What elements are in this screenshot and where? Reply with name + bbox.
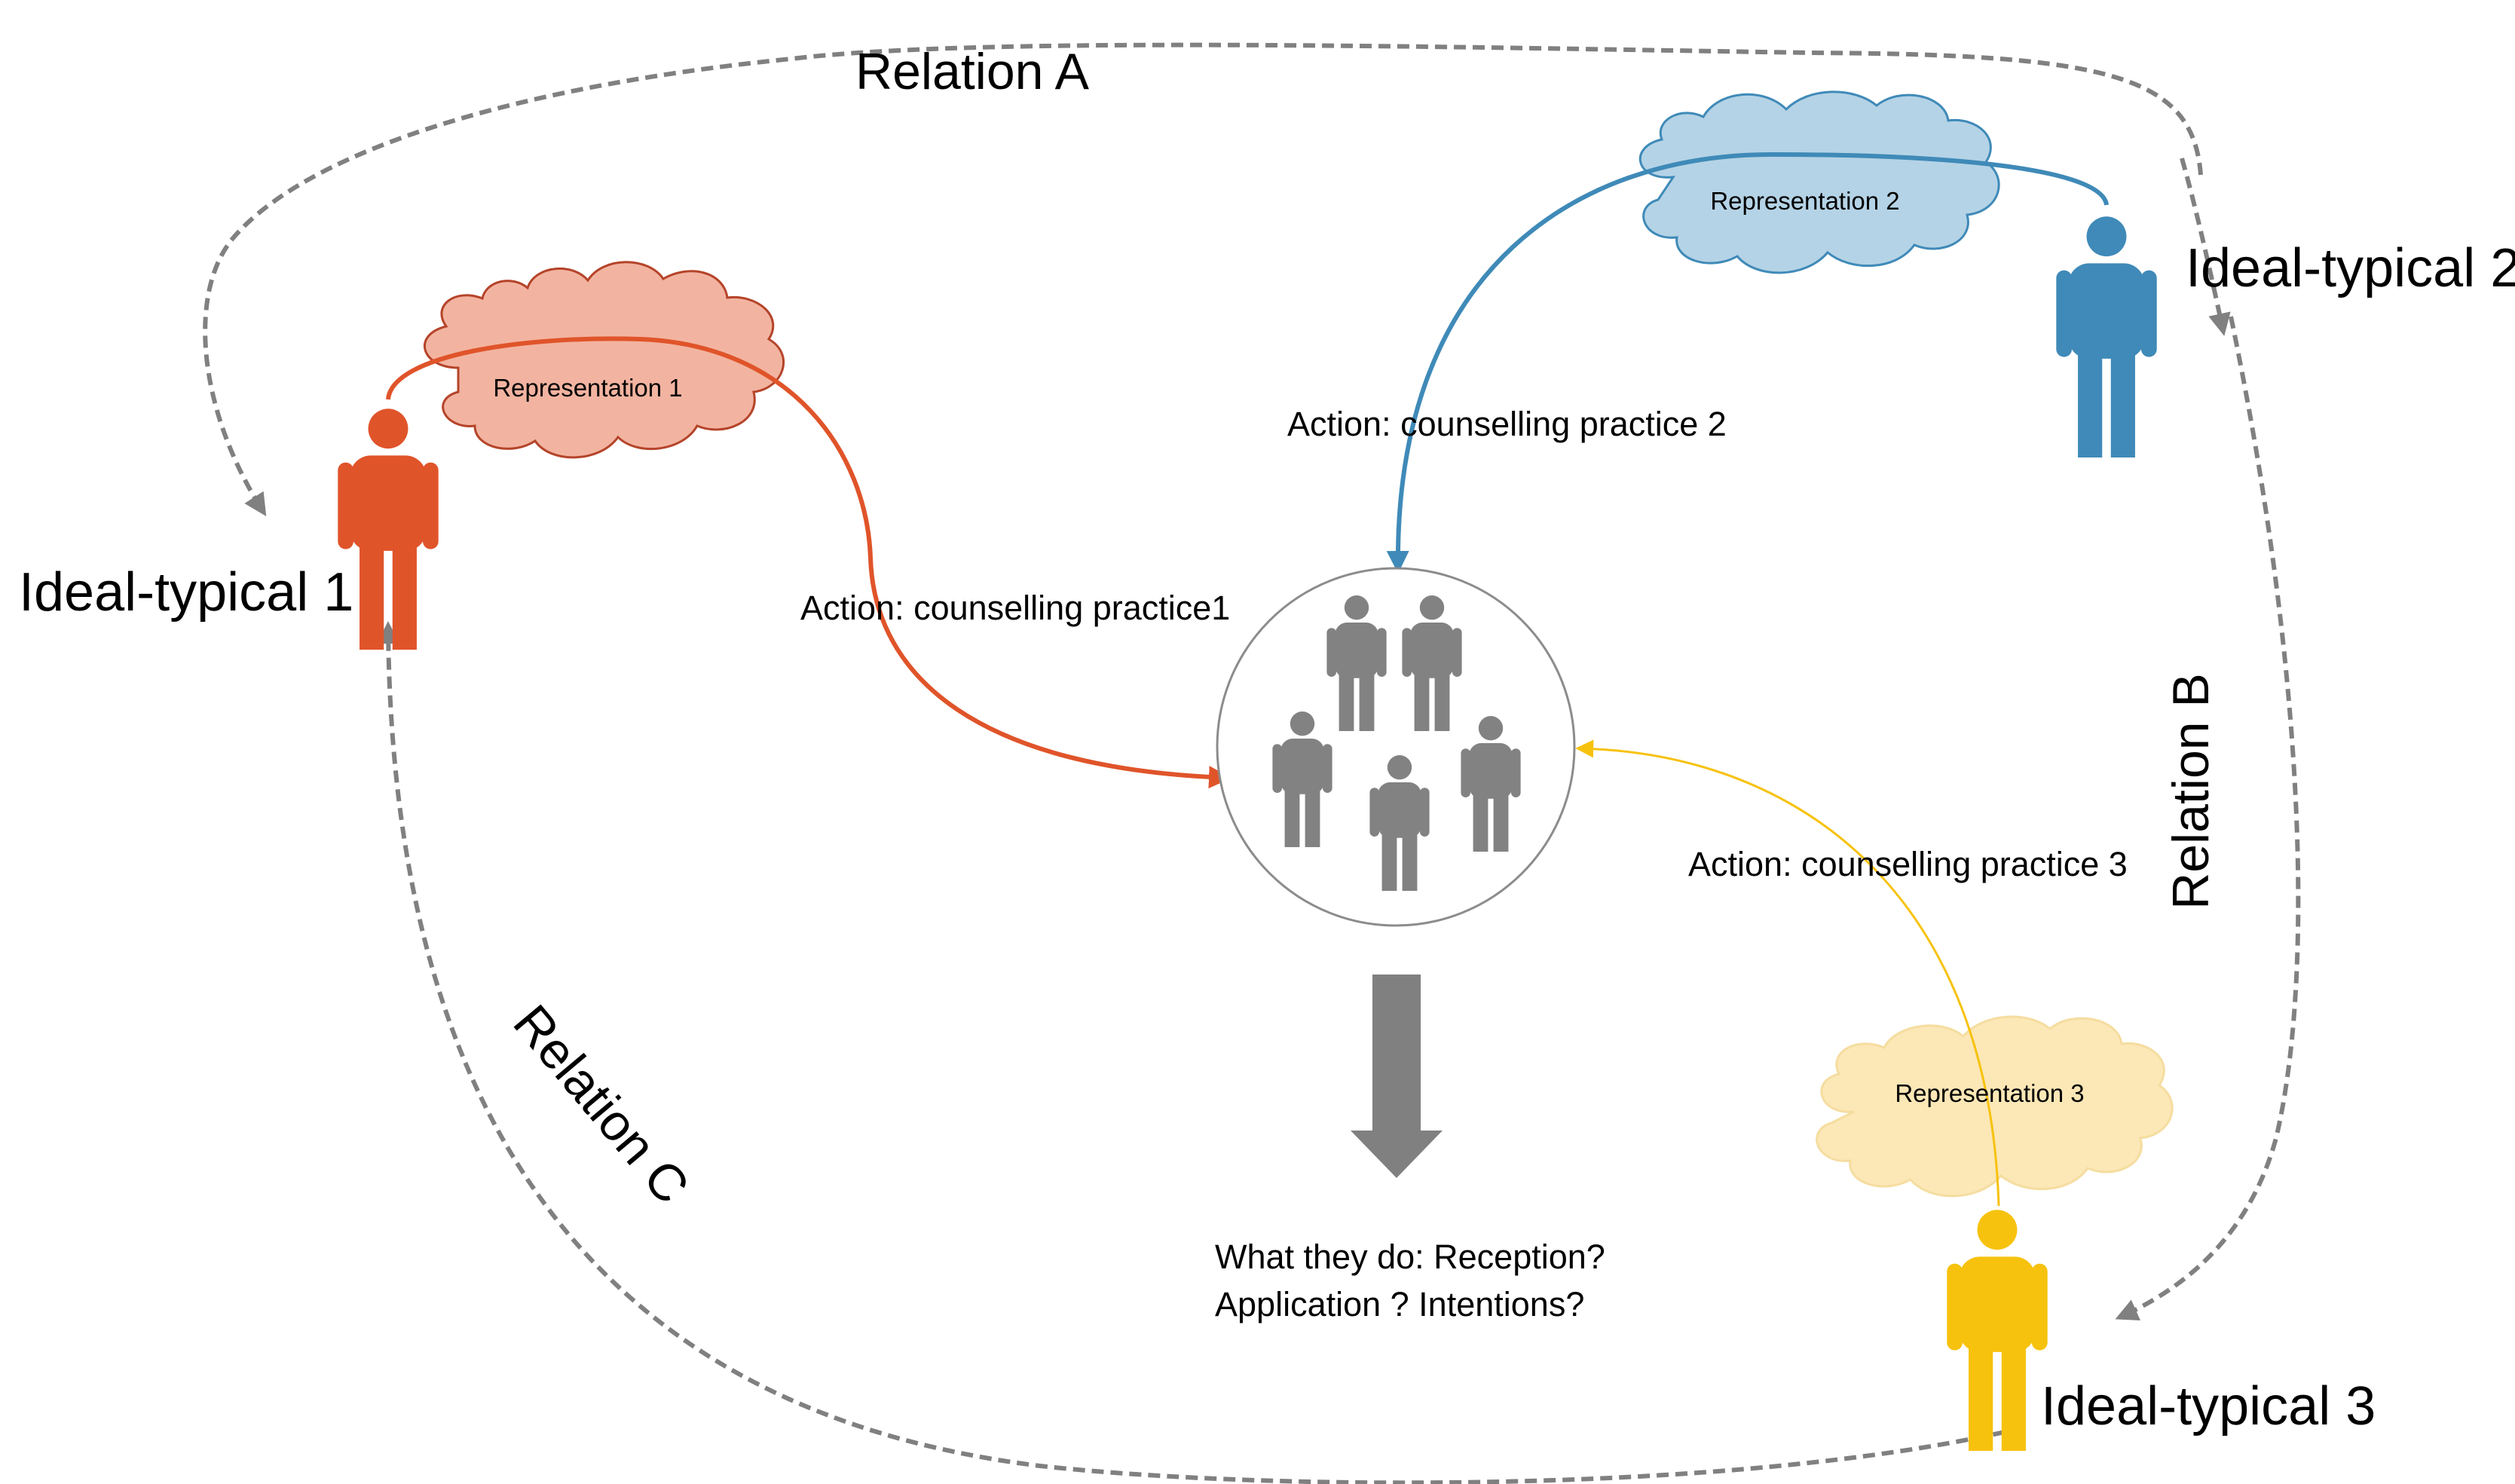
action-3-arrow xyxy=(1575,739,2000,1207)
relation-a-label: Relation A xyxy=(855,43,1090,100)
cloud-representation-2 xyxy=(1638,90,2000,274)
relation-a-arrow-right-end xyxy=(2180,158,2231,336)
relation-c-label: Relation C xyxy=(502,994,699,1214)
ideal-typical-3-person-icon xyxy=(1947,1210,2048,1451)
ideal-typical-2-label: Ideal-typical 2 xyxy=(2186,238,2515,298)
cloud-representation-3 xyxy=(1816,1015,2174,1198)
action-1-arrow xyxy=(386,336,1231,789)
outcome-down-arrow xyxy=(1351,975,1443,1178)
relation-a-arrow xyxy=(203,42,2203,517)
action-1-label: Action: counselling practice1 xyxy=(800,589,1230,627)
outcome-question-line-1: What they do: Reception? xyxy=(1215,1238,1605,1276)
person-icon xyxy=(1272,711,1332,847)
representation-2-label: Representation 2 xyxy=(1710,187,1899,215)
ideal-typical-3-label: Ideal-typical 3 xyxy=(2041,1376,2376,1437)
cloud-representation-1 xyxy=(423,261,785,459)
ideal-typical-1-label: Ideal-typical 1 xyxy=(19,562,353,623)
relation-b-label: Relation B xyxy=(2162,673,2220,910)
relation-c-arrow xyxy=(377,621,2006,1484)
representation-3-label: Representation 3 xyxy=(1895,1079,2084,1107)
ideal-typical-2-person-icon xyxy=(2056,216,2157,457)
action-2-arrow xyxy=(1386,151,2109,574)
action-3-label: Action: counselling practice 3 xyxy=(1688,845,2128,883)
person-icon xyxy=(1369,755,1430,891)
relation-b-arrow xyxy=(2115,316,2301,1320)
person-icon xyxy=(1461,716,1521,852)
person-icon xyxy=(1402,595,1462,731)
representation-1-label: Representation 1 xyxy=(493,374,682,402)
action-2-label: Action: counselling practice 2 xyxy=(1287,405,1727,443)
outcome-question-line-2: Application ? Intentions? xyxy=(1215,1285,1584,1323)
person-icon xyxy=(1326,595,1387,731)
ideal-typical-1-person-icon xyxy=(338,408,439,650)
